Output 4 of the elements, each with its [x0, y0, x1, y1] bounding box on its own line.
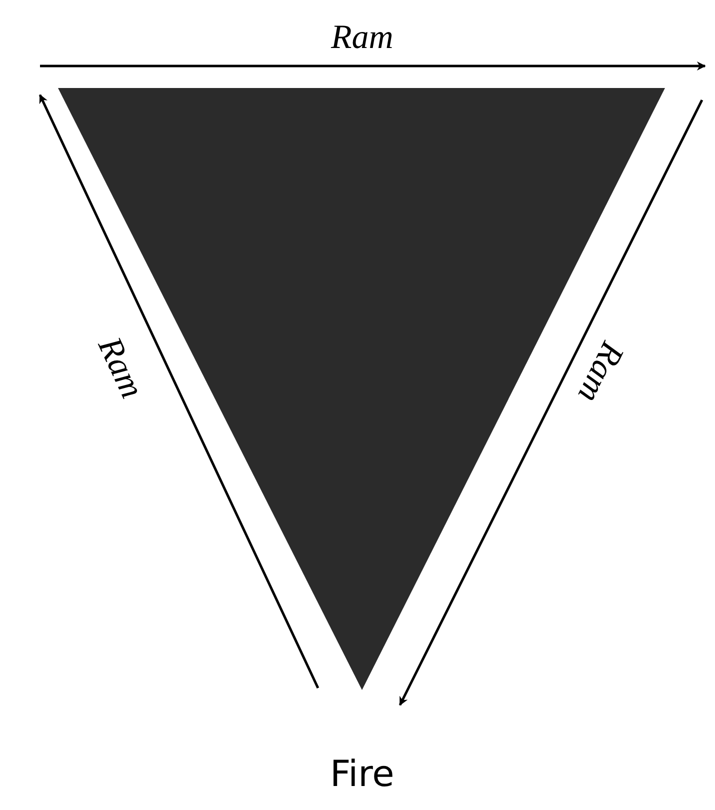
side-label: Ram [331, 21, 394, 55]
side-label: Ram [571, 336, 630, 408]
caption-text: Fire [330, 757, 394, 793]
side-label: Ram [92, 332, 149, 404]
